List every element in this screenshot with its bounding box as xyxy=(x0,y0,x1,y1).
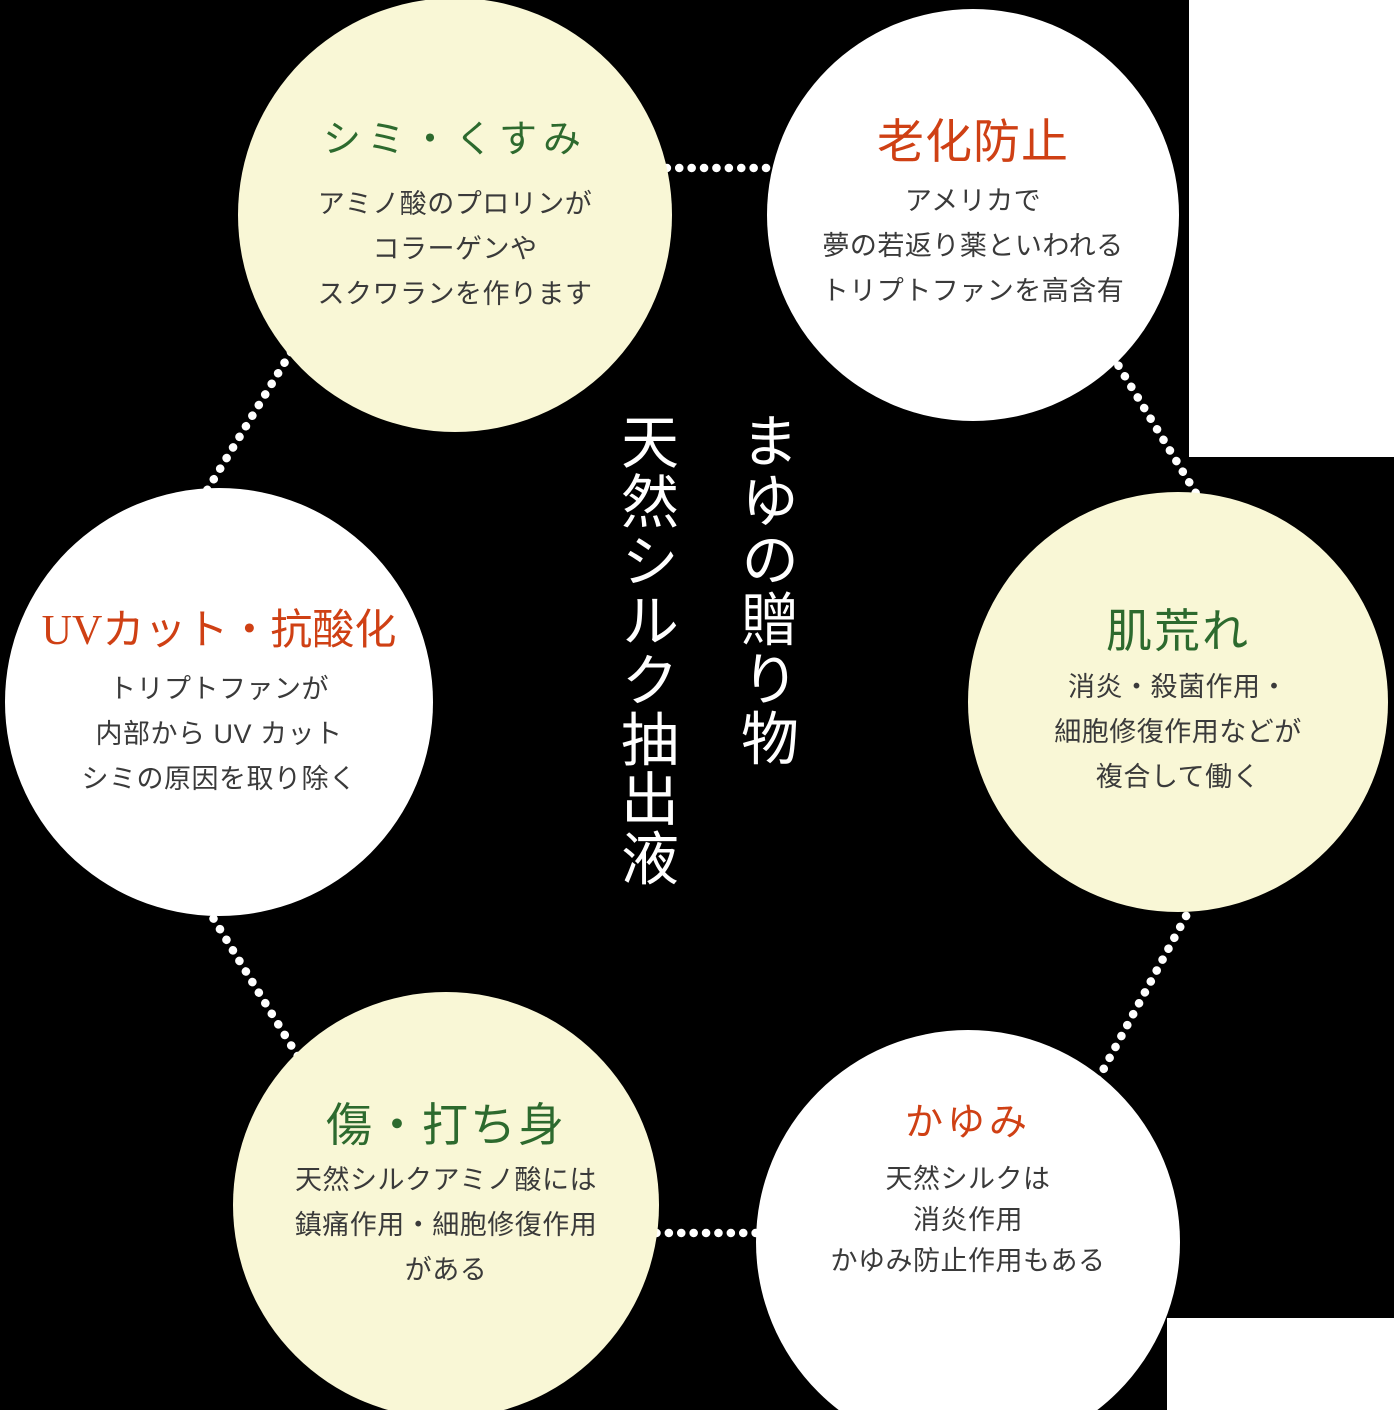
body-line: 天然シルクは xyxy=(885,1163,1051,1194)
body-line: アミノ酸のプロリンが xyxy=(317,188,593,219)
circle-title: 傷・打ち身 xyxy=(326,1100,566,1151)
body-line: 夢の若返り薬といわれる xyxy=(822,231,1124,262)
benefit-circle-hadaare: 肌荒れ 消炎・殺菌作用・ 細胞修復作用などが 複合して働く xyxy=(968,492,1388,912)
body-line: かゆみ防止作用もある xyxy=(830,1245,1106,1276)
connector-upper-left xyxy=(201,347,296,497)
center-title-line-2: 天然シルク抽出液 xyxy=(612,412,677,888)
body-line: シミの原因を取り除く xyxy=(81,764,357,795)
circle-body: トリプトファンが 内部から UV カット シミの原因を取り除く xyxy=(22,667,416,802)
body-line: がある xyxy=(404,1255,488,1286)
body-line: アメリカで xyxy=(904,186,1042,217)
benefit-circle-kizu-uchimi: 傷・打ち身 天然シルクアミノ酸には 鎮痛作用・細胞修復作用 がある xyxy=(233,992,659,1410)
background-block-top-right xyxy=(1189,0,1394,457)
benefit-circle-kayumi: かゆみ 天然シルクは 消炎作用 かゆみ防止作用もある xyxy=(756,1030,1180,1410)
circle-body: 消炎・殺菌作用・ 細胞修復作用などが 複合して働く xyxy=(985,665,1371,800)
background-block-bottom-right xyxy=(1167,1318,1394,1410)
body-line: 鎮痛作用・細胞修復作用 xyxy=(294,1210,598,1241)
body-line: 内部から UV カット xyxy=(95,719,343,750)
body-line: 複合して働く xyxy=(1095,762,1261,793)
circle-title: UVカット・抗酸化 xyxy=(41,608,397,654)
connector-lower-left xyxy=(202,903,310,1073)
benefit-circle-shimi-kusumi: シミ・くすみ アミノ酸のプロリンが コラーゲンや スクワランを作ります xyxy=(238,0,672,432)
circle-body: アメリカで 夢の若返り薬といわれる トリプトファンを高含有 xyxy=(783,179,1162,314)
body-line: 細胞修復作用などが xyxy=(1054,717,1302,748)
body-line: トリプトファンが xyxy=(109,674,329,705)
circle-body: 天然シルクは 消炎作用 かゆみ防止作用もある xyxy=(773,1159,1163,1282)
connector-upper-right xyxy=(1107,350,1205,505)
circle-body: 天然シルクアミノ酸には 鎮痛作用・細胞修復作用 がある xyxy=(250,1158,642,1293)
benefit-circle-rouka-boushi: 老化防止 アメリカで 夢の若返り薬といわれる トリプトファンを高含有 xyxy=(767,9,1179,421)
connector-lower-right xyxy=(1090,900,1197,1090)
body-line: 消炎作用 xyxy=(913,1204,1023,1235)
body-line: スクワランを作ります xyxy=(317,278,593,309)
center-title-line-1: まゆの贈り物 xyxy=(732,411,797,768)
body-line: コラーゲンや xyxy=(372,233,538,264)
benefit-circle-uv-cut: UVカット・抗酸化 トリプトファンが 内部から UV カット シミの原因を取り除… xyxy=(5,488,433,916)
circle-title: かゆみ xyxy=(904,1102,1031,1144)
body-line: トリプトファンを高含有 xyxy=(821,276,1125,307)
circle-body: アミノ酸のプロリンが コラーゲンや スクワランを作ります xyxy=(255,182,654,317)
body-line: 消炎・殺菌作用・ xyxy=(1068,672,1288,703)
body-line: 天然シルクアミノ酸には xyxy=(295,1165,597,1196)
circle-title: 老化防止 xyxy=(877,117,1069,169)
circle-title: シミ・くすみ xyxy=(322,119,587,161)
circle-title: 肌荒れ xyxy=(1106,606,1250,657)
